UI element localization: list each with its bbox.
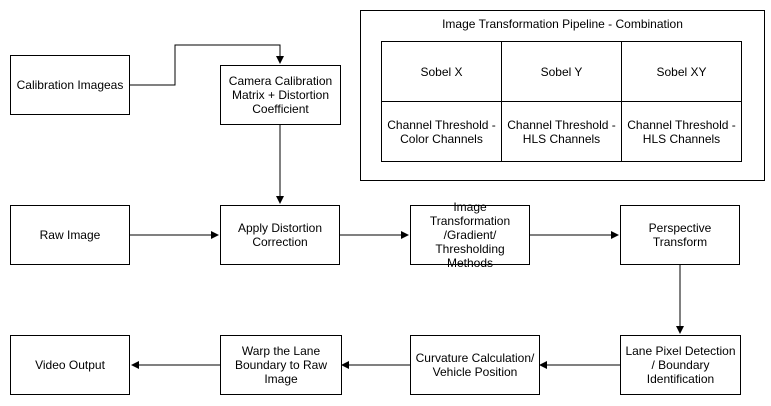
node-warp-lane-boundary-label: Warp the Lane Boundary to Raw Image (234, 344, 328, 386)
pipeline-panel-title: Image Transformation Pipeline - Combinat… (442, 17, 683, 31)
node-raw-image[interactable]: Raw Image (10, 205, 130, 265)
node-raw-image-label: Raw Image (39, 228, 101, 242)
node-video-output-label: Video Output (35, 358, 105, 372)
node-apply-distortion[interactable]: Apply Distortion Correction (220, 205, 340, 265)
node-lane-pixel-detection-label: Lane Pixel Detection / Boundary Identifi… (625, 344, 736, 386)
pipeline-combination-panel: Image Transformation Pipeline - Combinat… (360, 10, 765, 181)
node-lane-pixel-detection[interactable]: Lane Pixel Detection / Boundary Identifi… (620, 335, 741, 395)
node-calibration-images[interactable]: Calibration Imageas (10, 55, 130, 115)
table-cell-sobel-xy[interactable]: Sobel XY (622, 42, 741, 102)
edge-calibration-to-camera-calibration (130, 44, 284, 86)
node-image-transformation-label: Image Transformation /Gradient/ Threshol… (429, 200, 511, 270)
node-apply-distortion-label: Apply Distortion Correction (237, 221, 323, 249)
table-cell-threshold-hls-2[interactable]: Channel Threshold - HLS Channels (627, 117, 736, 146)
node-curvature-calculation[interactable]: Curvature Calculation/ Vehicle Position (410, 335, 540, 395)
table-cell-threshold-hls-1[interactable]: Channel Threshold - HLS Channels (502, 102, 622, 161)
node-video-output[interactable]: Video Output (10, 335, 130, 395)
node-perspective-transform[interactable]: Perspective Transform (620, 205, 740, 265)
node-calibration-images-label: Calibration Imageas (16, 78, 124, 92)
table-cell-sobel-y[interactable]: Sobel Y (502, 42, 622, 102)
node-warp-lane-boundary[interactable]: Warp the Lane Boundary to Raw Image (220, 335, 342, 395)
node-camera-calibration[interactable]: Camera Calibration Matrix + Distortion C… (220, 65, 341, 125)
pipeline-combination-table: Sobel X Sobel Y Sobel XY Channel Thresho… (381, 41, 742, 162)
node-perspective-transform-label: Perspective Transform (648, 221, 712, 249)
table-cell-sobel-x[interactable]: Sobel X (382, 42, 502, 102)
node-curvature-calculation-label: Curvature Calculation/ Vehicle Position (415, 351, 535, 379)
node-image-transformation[interactable]: Image Transformation /Gradient/ Threshol… (410, 200, 530, 270)
node-camera-calibration-label: Camera Calibration Matrix + Distortion C… (228, 74, 333, 116)
table-cell-threshold-color[interactable]: Channel Threshold - Color Channels (382, 102, 502, 161)
